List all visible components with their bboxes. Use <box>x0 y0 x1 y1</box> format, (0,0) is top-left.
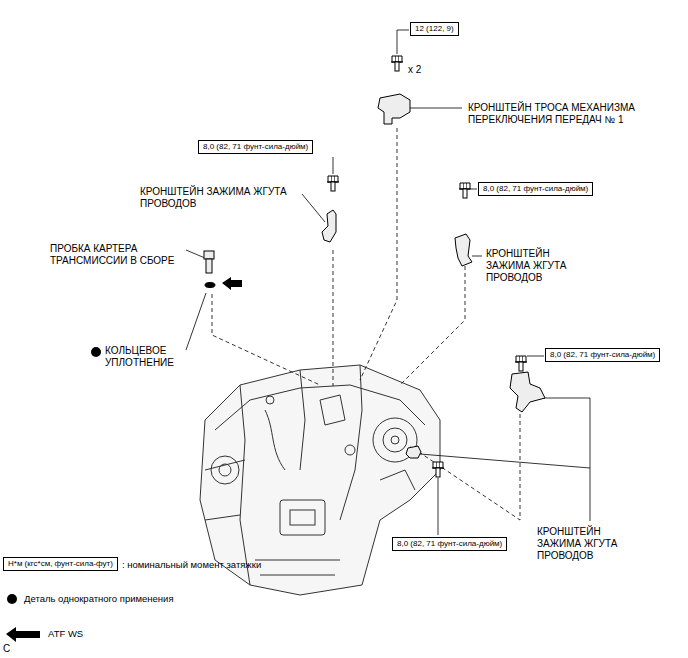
part-name: КРОНШТЕЙН ЗАЖИМА ЖГУТА ПРОВОДОВ <box>537 526 647 562</box>
torque-box: 8,0 (82, 71 фунт-сила-дюйм) <box>392 537 507 551</box>
torque-box: 8,0 (82, 71 фунт-сила-дюйм) <box>198 140 313 154</box>
legend-text: : номинальный момент затяжки <box>122 559 261 570</box>
legend-arrow <box>6 627 40 642</box>
drain-plug <box>204 251 215 288</box>
torque-value: Н*м (кгс*см, фунт-сила-фут) <box>8 559 113 569</box>
part-name: КРОНШТЕЙН ТРОСА МЕХАНИЗМА ПЕРЕКЛЮЧЕНИЯ П… <box>468 102 668 126</box>
atf-arrow <box>222 277 242 290</box>
torque-box: 8,0 (82, 71 фунт-сила-дюйм) <box>545 348 660 362</box>
part-name: ПРОБКА КАРТЕРА ТРАНСМИССИИ В СБОРЕ <box>50 243 200 267</box>
part-name: КОЛЬЦЕВОЕ УПЛОТНЕНИЕ <box>105 345 205 369</box>
legend-text: ATF WS <box>48 628 83 639</box>
torque-value: 8,0 (82, 71 фунт-сила-дюйм) <box>550 350 655 360</box>
torque-value: 8,0 (82, 71 фунт-сила-дюйм) <box>203 142 308 152</box>
legend-torque-box: Н*м (кгс*см, фунт-сила-фут) <box>3 557 118 571</box>
part-name: КРОНШТЕЙН ЗАЖИМА ЖГУТА ПРОВОДОВ <box>486 248 596 284</box>
single-use-dot <box>91 347 101 357</box>
torque-value: 12 (122, 9) <box>415 24 454 34</box>
legend-dot <box>7 594 17 604</box>
part-name: КРОНШТЕЙН ЗАЖИМА ЖГУТА ПРОВОДОВ <box>140 186 300 210</box>
legend-text: Деталь однократного применения <box>24 593 174 604</box>
torque-value: 8,0 (82, 71 фунт-сила-дюйм) <box>483 184 588 194</box>
quantity: x 2 <box>408 64 438 76</box>
torque-value: 8,0 (82, 71 фунт-сила-дюйм) <box>397 539 502 549</box>
figure-code: C <box>3 643 17 655</box>
torque-box: 8,0 (82, 71 фунт-сила-дюйм) <box>478 182 593 196</box>
torque-box: 12 (122, 9) <box>410 22 459 36</box>
